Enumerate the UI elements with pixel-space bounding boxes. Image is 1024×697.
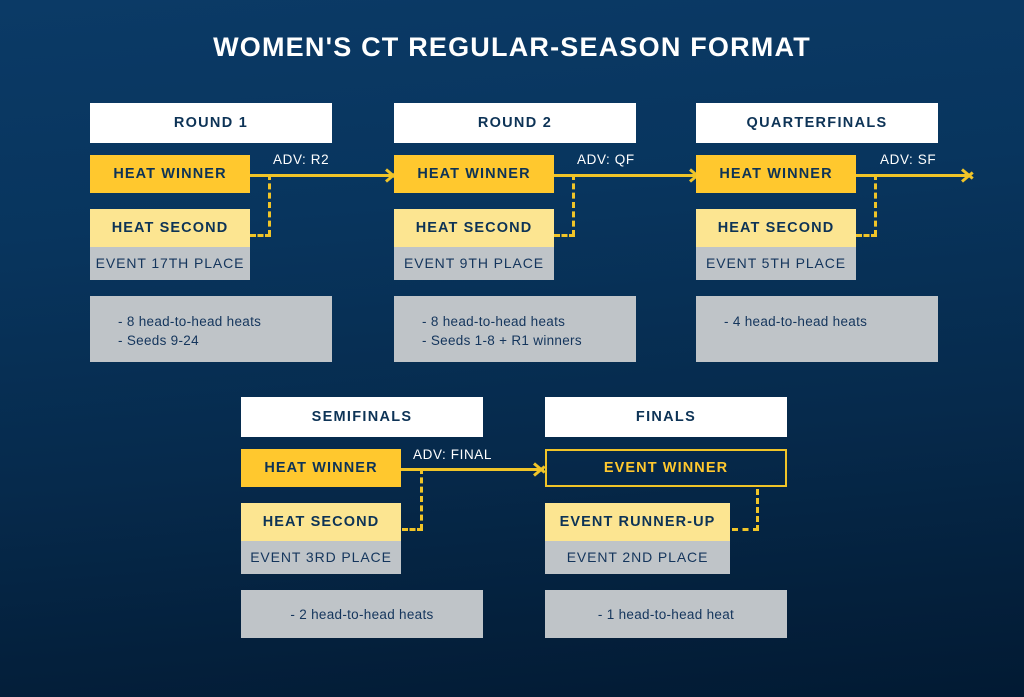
second-box-semifinals[interactable]: HEAT SECOND: [241, 503, 401, 541]
place-box-quarterfinals: EVENT 5TH PLACE: [696, 247, 856, 280]
second-box-round-1[interactable]: HEAT SECOND: [90, 209, 250, 247]
second-connector-horizontal-round-2: [554, 234, 575, 237]
second-connector-vertical-round-2: [572, 174, 575, 236]
place-box-round-1: EVENT 17TH PLACE: [90, 247, 250, 280]
stage-round-2: ROUND 2 HEAT WINNER HEAT SECOND EVENT 9T…: [394, 103, 636, 362]
stage-header-semifinals: SEMIFINALS: [241, 397, 483, 437]
runnerup-connector-horizontal-finals: [732, 528, 759, 531]
advance-arrowhead-quarterfinals: [962, 167, 975, 184]
notes-box-round-1: - 8 head-to-head heats - Seeds 9-24: [90, 296, 332, 362]
stage-semifinals: SEMIFINALS HEAT WINNER HEAT SECOND EVENT…: [241, 397, 483, 638]
second-connector-vertical-quarterfinals: [874, 174, 877, 236]
second-box-finals[interactable]: EVENT RUNNER-UP: [545, 503, 730, 541]
advance-line-round-1: [250, 174, 395, 177]
place-box-semifinals: EVENT 3RD PLACE: [241, 541, 401, 574]
advance-line-round-2: [554, 174, 699, 177]
winner-box-semifinals[interactable]: HEAT WINNER: [241, 449, 401, 487]
notes-box-round-2: - 8 head-to-head heats - Seeds 1-8 + R1 …: [394, 296, 636, 362]
second-connector-horizontal-semifinals: [402, 528, 423, 531]
runnerup-connector-vertical-finals: [756, 489, 759, 531]
page-title: WOMEN'S CT REGULAR-SEASON FORMAT: [213, 32, 811, 62]
stage-quarterfinals: QUARTERFINALS HEAT WINNER HEAT SECOND EV…: [696, 103, 938, 362]
place-box-finals: EVENT 2ND PLACE: [545, 541, 730, 574]
second-connector-horizontal-round-1: [250, 234, 271, 237]
second-connector-vertical-round-1: [268, 174, 271, 236]
notes-box-finals: - 1 head-to-head heat: [545, 590, 787, 638]
advance-label-round-1: ADV: R2: [273, 152, 330, 167]
advance-line-quarterfinals: [856, 174, 968, 177]
notes-box-quarterfinals: - 4 head-to-head heats: [696, 296, 938, 362]
second-connector-horizontal-quarterfinals: [856, 234, 877, 237]
winner-box-round-1[interactable]: HEAT WINNER: [90, 155, 250, 193]
stage-header-finals: FINALS: [545, 397, 787, 437]
winner-box-finals[interactable]: EVENT WINNER: [545, 449, 787, 487]
advance-label-semifinals: ADV: FINAL: [413, 447, 493, 462]
stage-round-1: ROUND 1 HEAT WINNER HEAT SECOND EVENT 17…: [90, 103, 332, 362]
stage-header-round-1: ROUND 1: [90, 103, 332, 143]
place-box-round-2: EVENT 9TH PLACE: [394, 247, 554, 280]
second-connector-vertical-semifinals: [420, 468, 423, 530]
stage-header-round-2: ROUND 2: [394, 103, 636, 143]
second-box-quarterfinals[interactable]: HEAT SECOND: [696, 209, 856, 247]
notes-box-semifinals: - 2 head-to-head heats: [241, 590, 483, 638]
winner-box-quarterfinals[interactable]: HEAT WINNER: [696, 155, 856, 193]
advance-label-quarterfinals: ADV: SF: [880, 152, 937, 167]
advance-line-semifinals: [401, 468, 544, 471]
advance-label-round-2: ADV: QF: [577, 152, 635, 167]
stage-finals: FINALS EVENT WINNER EVENT RUNNER-UP EVEN…: [545, 397, 787, 638]
winner-box-round-2[interactable]: HEAT WINNER: [394, 155, 554, 193]
stage-header-quarterfinals: QUARTERFINALS: [696, 103, 938, 143]
second-box-round-2[interactable]: HEAT SECOND: [394, 209, 554, 247]
